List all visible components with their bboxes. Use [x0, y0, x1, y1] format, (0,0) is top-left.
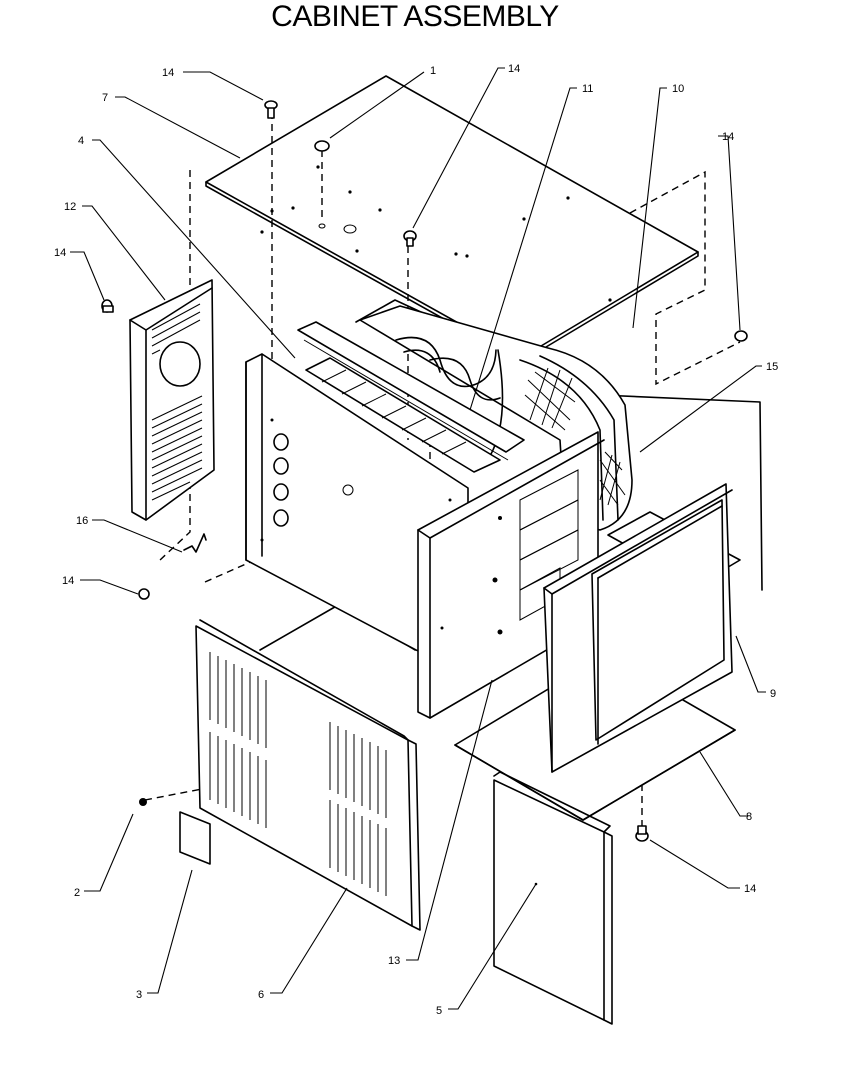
callout-14-c: 14: [722, 131, 734, 143]
screw-icon: [734, 330, 748, 342]
callout-2: 2: [74, 887, 80, 899]
callout-14-f: 14: [744, 883, 756, 895]
fastener-screws: [101, 100, 748, 842]
callout-9: 9: [770, 688, 776, 700]
screw-icon: [635, 825, 649, 842]
top-panel: [205, 75, 699, 363]
screw-icon: [314, 140, 330, 152]
callout-7: 7: [102, 92, 108, 104]
label-plate: [179, 811, 211, 865]
base-pan-edge: [582, 729, 736, 821]
diagram-title: CABINET ASSEMBLY: [271, 0, 559, 33]
side-panel: [245, 321, 525, 671]
callout-11: 11: [582, 83, 593, 95]
callout-10: 10: [672, 83, 684, 95]
leader-lines: [70, 67, 766, 1010]
callout-16: 16: [76, 515, 88, 527]
screw-icon: [403, 230, 417, 247]
callout-14-e: 14: [62, 575, 74, 587]
front-cover-panel: [493, 771, 613, 1025]
callout-4: 4: [78, 135, 84, 147]
washer-icon: [139, 798, 147, 806]
callout-3: 3: [136, 989, 142, 1001]
callout-5: 5: [436, 1005, 442, 1017]
callout-1: 1: [430, 65, 436, 77]
side-louver-grille: [129, 279, 215, 521]
screw-icon: [264, 100, 278, 119]
front-louver-panel: [195, 619, 421, 931]
screw-icon: [101, 299, 114, 313]
callout-12: 12: [64, 201, 76, 213]
clip-icon: [183, 533, 207, 553]
callout-labels: 1 2 3 4 5 6 7 8 9 10 11 12 13 14 14 14 1…: [54, 63, 778, 1017]
screw-icon: [138, 588, 150, 600]
callout-8: 8: [746, 811, 752, 823]
right-frame: [543, 483, 733, 773]
callout-14-d: 14: [54, 247, 66, 259]
callout-6: 6: [258, 989, 264, 1001]
callout-14-a: 14: [162, 67, 174, 79]
callout-14-b: 14: [508, 63, 520, 75]
callout-15: 15: [766, 361, 778, 373]
callout-13: 13: [388, 955, 400, 967]
